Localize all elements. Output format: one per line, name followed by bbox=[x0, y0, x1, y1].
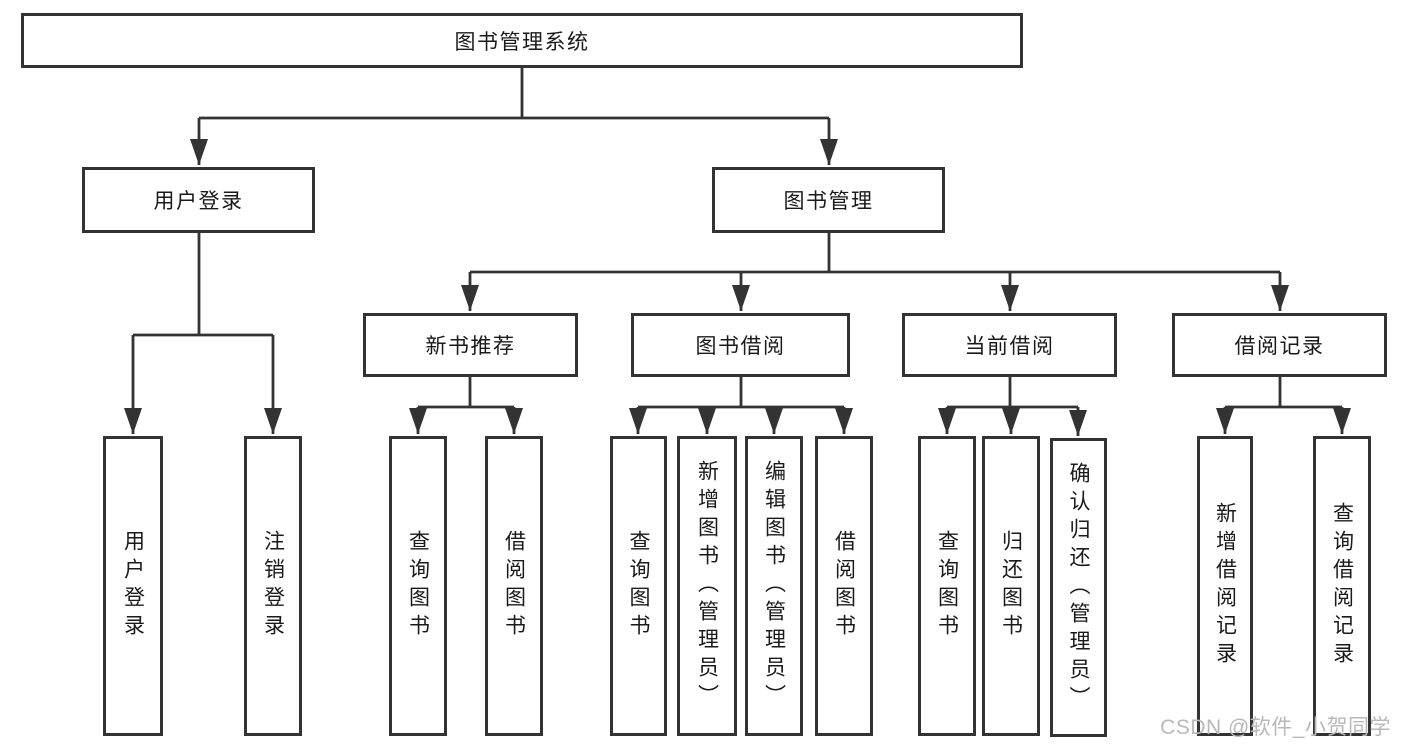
node-current-borrowing: 当前借阅 bbox=[902, 313, 1117, 377]
node-borrowing-records: 借阅记录 bbox=[1172, 313, 1387, 377]
node-root: 图书管理系统 bbox=[21, 13, 1023, 68]
node-root-label: 图书管理系统 bbox=[454, 30, 590, 54]
connector-edges bbox=[124, 68, 1351, 436]
leaf-borrow-query-books: 查询图书 bbox=[610, 436, 667, 736]
node-new-book-recommendation-label: 新书推荐 bbox=[425, 335, 516, 358]
leaf-newbook-query-books-label: 查询图书 bbox=[406, 530, 430, 642]
node-book-management: 图书管理 bbox=[712, 167, 945, 233]
leaf-borrow-borrow-books-label: 借阅图书 bbox=[832, 530, 856, 642]
leaf-current-return-books: 归还图书 bbox=[982, 436, 1040, 736]
leaf-borrow-add-books-admin: 新增图书（管理员） bbox=[677, 436, 737, 736]
leaf-borrow-borrow-books: 借阅图书 bbox=[815, 436, 873, 736]
leaf-borrow-query-books-label: 查询图书 bbox=[627, 530, 650, 642]
leaf-records-query-record: 查询借阅记录 bbox=[1313, 436, 1371, 736]
leaf-newbook-borrow-books: 借阅图书 bbox=[485, 436, 543, 736]
leaf-records-add-record-label: 新增借阅记录 bbox=[1213, 502, 1237, 670]
leaf-borrow-edit-books-admin: 编辑图书（管理员） bbox=[745, 436, 803, 736]
leaf-newbook-query-books: 查询图书 bbox=[389, 436, 447, 736]
leaf-user-login-label: 用户登录 bbox=[121, 530, 145, 642]
leaf-records-add-record: 新增借阅记录 bbox=[1197, 436, 1253, 736]
leaf-user-login: 用户登录 bbox=[103, 436, 163, 736]
leaf-borrow-add-books-admin-label: 新增图书（管理员） bbox=[695, 460, 719, 712]
leaf-current-confirm-return-admin: 确认归还（管理员） bbox=[1050, 438, 1107, 737]
node-book-borrowing: 图书借阅 bbox=[631, 313, 850, 377]
node-book-borrowing-label: 图书借阅 bbox=[695, 335, 786, 358]
node-borrowing-records-label: 借阅记录 bbox=[1234, 335, 1325, 358]
leaf-current-query-books-label: 查询图书 bbox=[935, 530, 959, 642]
node-user-login: 用户登录 bbox=[82, 167, 315, 233]
leaf-newbook-borrow-books-label: 借阅图书 bbox=[502, 530, 526, 642]
leaf-current-query-books: 查询图书 bbox=[918, 436, 976, 736]
node-new-book-recommendation: 新书推荐 bbox=[363, 313, 578, 377]
leaf-records-query-record-label: 查询借阅记录 bbox=[1330, 502, 1354, 670]
csdn-watermark: CSDN @软件_小贺同学 bbox=[1160, 716, 1391, 739]
leaf-logout-label: 注销登录 bbox=[261, 530, 285, 642]
leaf-current-return-books-label: 归还图书 bbox=[999, 530, 1023, 642]
node-user-login-label: 用户登录 bbox=[153, 190, 244, 213]
node-current-borrowing-label: 当前借阅 bbox=[964, 335, 1055, 358]
leaf-logout: 注销登录 bbox=[244, 436, 302, 736]
leaf-current-confirm-return-admin-label: 确认归还（管理员） bbox=[1067, 461, 1090, 714]
leaf-borrow-edit-books-admin-label: 编辑图书（管理员） bbox=[762, 460, 786, 712]
node-book-management-label: 图书管理 bbox=[783, 190, 874, 213]
